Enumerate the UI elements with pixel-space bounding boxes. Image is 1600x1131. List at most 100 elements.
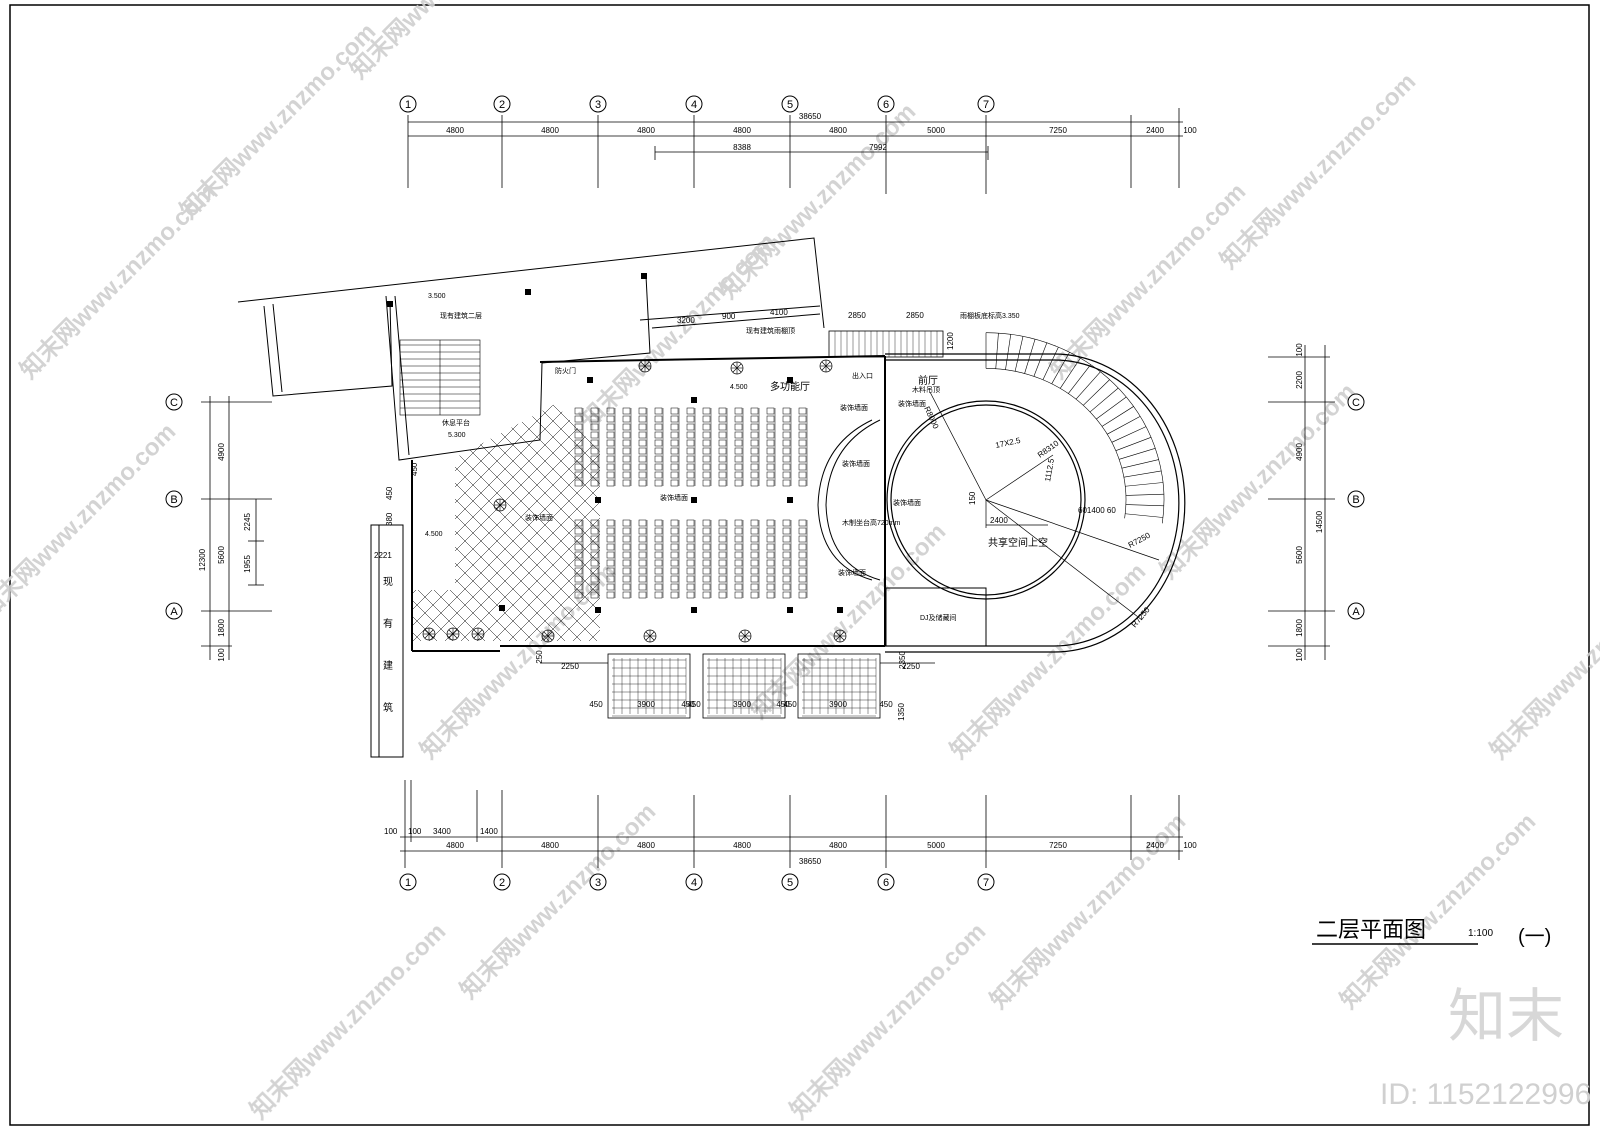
axis-bubble-right-B: B xyxy=(1347,490,1365,508)
top-span-dim: 4800 xyxy=(637,126,655,135)
dim-150: 150 xyxy=(968,491,977,505)
axis-bubble-bottom-4: 4 xyxy=(685,873,703,891)
note-2: 装饰墙面 xyxy=(842,459,870,468)
canopy-grid xyxy=(612,331,938,717)
bottom-span-dim: 4800 xyxy=(733,841,751,850)
svg-text:7: 7 xyxy=(983,99,989,111)
sheet-suffix: (一) xyxy=(1518,926,1551,948)
bottom-span-dim: 2400 xyxy=(1146,841,1164,850)
axis-bubble-top-5: 5 xyxy=(781,95,799,113)
svg-text:4: 4 xyxy=(691,99,697,111)
sheet-scale: 1:100 xyxy=(1468,928,1493,939)
svg-text:1: 1 xyxy=(405,877,411,889)
note-6: 木料吊顶 xyxy=(912,385,940,394)
bottom-span-dim: 4800 xyxy=(637,841,655,850)
note-10: 装饰墙面 xyxy=(525,513,553,522)
axis-bubble-left-A: A xyxy=(165,602,183,620)
svg-text:B: B xyxy=(170,494,177,506)
watermark-text: 知末网www.znzmo.com xyxy=(345,0,551,84)
radius-8310: R8310 xyxy=(1036,438,1061,459)
balcony-dim: 250 xyxy=(535,650,544,664)
multi-hall-walls xyxy=(411,355,886,652)
axis-bubble-right-C: C xyxy=(1347,393,1365,411)
svg-text:6: 6 xyxy=(883,99,889,111)
svg-text:5: 5 xyxy=(787,99,793,111)
bottom-span-dim: 5000 xyxy=(927,841,945,850)
svg-text:A: A xyxy=(1352,606,1360,618)
svg-text:C: C xyxy=(1352,397,1360,409)
roof-dim-1: 3200 xyxy=(677,316,695,325)
tree-symbol xyxy=(819,359,833,373)
balcony-dim: 3900 xyxy=(637,700,655,709)
note-9: 装饰墙面 xyxy=(660,493,688,502)
sheet-title: 二层平面图 xyxy=(1316,917,1426,942)
canopy-note: 雨棚板底标高3.350 xyxy=(960,311,1020,320)
note-3: 装饰墙面 xyxy=(893,498,921,507)
svg-text:A: A xyxy=(170,606,178,618)
tree-symbol xyxy=(493,498,507,512)
svg-text:4: 4 xyxy=(691,877,697,889)
watermark-text: 知末网www.znzmo.com xyxy=(245,918,451,1124)
radius-7250-b: R7250 xyxy=(1130,605,1152,629)
right-span-1: 100 xyxy=(1295,343,1304,357)
tree-symbol xyxy=(541,629,555,643)
tree-symbol xyxy=(643,629,657,643)
balcony-dim: 2250 xyxy=(902,662,920,671)
atrium xyxy=(885,353,1186,653)
left-span-1: 4900 xyxy=(217,443,226,461)
watermark-text: 知末网www.znzmo.com xyxy=(945,558,1151,764)
dim-stair-bottom: 601400 60 xyxy=(1078,506,1116,515)
bottom-span-dim: 7250 xyxy=(1049,841,1067,850)
axis-bubble-bottom-6: 6 xyxy=(877,873,895,891)
balcony-dim: 3900 xyxy=(733,700,751,709)
existing-building-top xyxy=(237,237,825,461)
balcony-dim: 450 xyxy=(879,700,893,709)
balcony-dim: 1350 xyxy=(897,703,906,721)
bottom-total-dim: 38650 xyxy=(799,857,822,866)
tree-symbol xyxy=(738,629,752,643)
right-span-2: 2200 xyxy=(1295,371,1304,389)
left-span-2: 5600 xyxy=(217,546,226,564)
axis-bubble-left-C: C xyxy=(165,393,183,411)
left-misc-450: 450 xyxy=(410,462,419,476)
tree-symbol xyxy=(638,359,652,373)
existing-building-char: 建 xyxy=(383,659,393,672)
svg-text:7: 7 xyxy=(983,877,989,889)
svg-text:2: 2 xyxy=(499,99,505,111)
bottom-sub-dim-4: 1400 xyxy=(480,827,498,836)
canopy-top xyxy=(828,330,944,358)
bottom-sub-dim-3: 3400 xyxy=(433,827,451,836)
tree-symbol xyxy=(422,627,436,641)
left-misc-380: 380 xyxy=(385,512,394,526)
watermark-text: 知末网www.znzmo.com xyxy=(1045,178,1251,384)
axis-bubble-bottom-3: 3 xyxy=(589,873,607,891)
rest-room-label: 休息平台 xyxy=(442,418,470,427)
right-span-5: 1800 xyxy=(1295,619,1304,637)
note-1: 装饰墙面 xyxy=(840,403,868,412)
bottom-sub-dim-2: 100 xyxy=(408,827,422,836)
watermark-text: 知末网www.znzmo.com xyxy=(415,558,621,764)
tree-symbol xyxy=(446,627,460,641)
brand-logo: 知末 xyxy=(1448,984,1564,1049)
roof-dim-2: 900 xyxy=(722,312,736,321)
axis-bubble-bottom-5: 5 xyxy=(781,873,799,891)
balcony-dim: 2350 xyxy=(898,651,907,669)
sheet-border xyxy=(9,4,1590,1126)
note-7: 装饰墙面 xyxy=(898,399,926,408)
axis-bubble-top-4: 4 xyxy=(685,95,703,113)
atrium-label: 共享空间上空 xyxy=(988,536,1048,549)
top-dimension-group xyxy=(407,108,1183,194)
axis-bubble-top-3: 3 xyxy=(589,95,607,113)
note-8: 防火门 xyxy=(555,366,576,375)
entrance-label: 出入口 xyxy=(852,371,873,380)
balcony-dim: 2250 xyxy=(561,662,579,671)
top-span-dim: 4800 xyxy=(446,126,464,135)
existing-2f-label: 现有建筑二层 xyxy=(440,311,482,320)
canopy-dim-2: 2850 xyxy=(906,311,924,320)
top-span-dim: 2400 xyxy=(1146,126,1164,135)
svg-text:B: B xyxy=(1352,494,1359,506)
balcony-dim: 450 xyxy=(589,700,603,709)
dim-2400: 2400 xyxy=(990,516,1008,525)
bottom-span-dim: 100 xyxy=(1183,841,1197,850)
existing-building-left xyxy=(370,524,404,758)
